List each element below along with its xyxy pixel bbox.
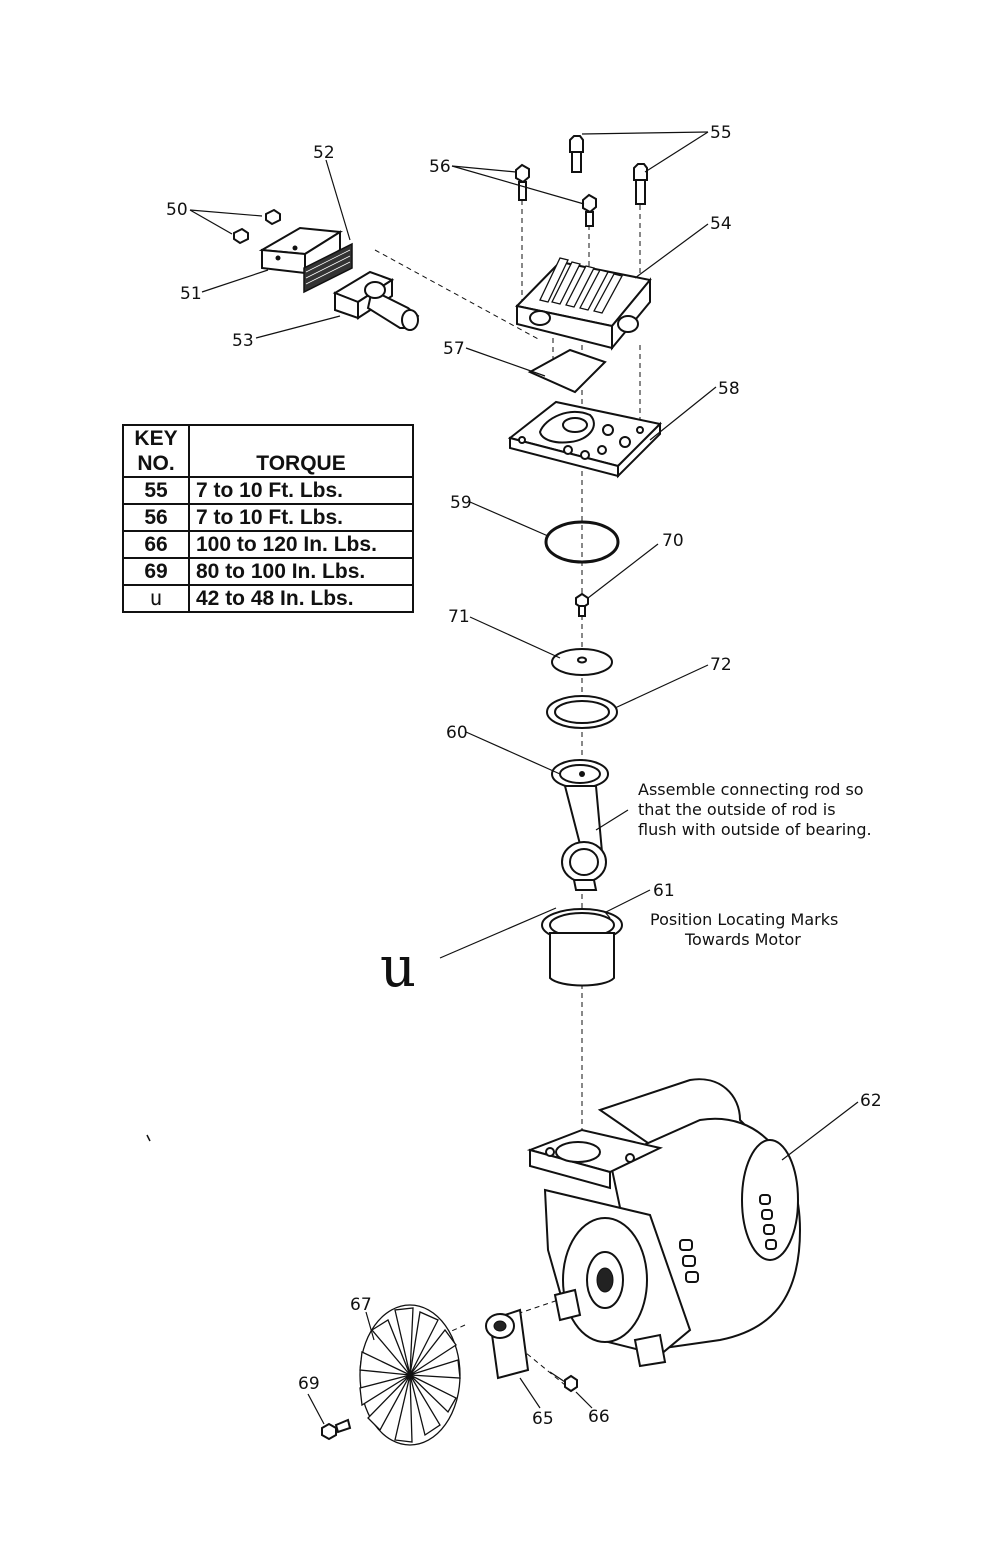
part-62-motor bbox=[526, 1078, 802, 1368]
key-cell: 55 bbox=[122, 476, 190, 505]
part-65-eccentric bbox=[485, 1308, 530, 1380]
assembly-notes: Assemble connecting rod so that the outs… bbox=[380, 780, 872, 1000]
leader-lines bbox=[189, 131, 859, 1425]
key-cell: 69 bbox=[122, 557, 190, 586]
torque-cell: 7 to 10 Ft. Lbs. bbox=[188, 476, 414, 505]
part-69-screw bbox=[321, 1418, 352, 1441]
callout-50: 50 bbox=[166, 200, 188, 220]
part-72-piston-cup bbox=[546, 695, 618, 729]
callout-71: 71 bbox=[448, 607, 470, 627]
torque-symbol-u: u bbox=[380, 935, 416, 1000]
callout-69: 69 bbox=[298, 1374, 320, 1394]
torque-header: TORQUE bbox=[188, 424, 414, 478]
marks-note-line-2: Towards Motor bbox=[684, 930, 801, 949]
rod-note-line-2: that the outside of rod is bbox=[638, 800, 836, 819]
part-56-bolts bbox=[515, 163, 597, 227]
part-53-intake-body bbox=[332, 270, 420, 331]
rod-note-line-3: flush with outside of bearing. bbox=[638, 820, 872, 839]
table-row: u 42 to 48 In. Lbs. bbox=[122, 584, 414, 613]
callout-58: 58 bbox=[718, 379, 740, 399]
torque-cell: 80 to 100 In. Lbs. bbox=[188, 557, 414, 586]
callout-54: 54 bbox=[710, 214, 732, 234]
callout-51: 51 bbox=[180, 284, 202, 304]
callout-56: 56 bbox=[429, 157, 451, 177]
key-cell: 56 bbox=[122, 503, 190, 532]
key-no-header: KEY NO. bbox=[122, 424, 190, 478]
part-54-cylinder-head bbox=[515, 257, 652, 351]
callout-53: 53 bbox=[232, 331, 254, 351]
part-70-screw bbox=[575, 592, 589, 617]
callout-59: 59 bbox=[450, 493, 472, 513]
part-52-filter bbox=[303, 242, 353, 294]
callout-61: 61 bbox=[653, 881, 675, 901]
callout-52: 52 bbox=[313, 143, 335, 163]
part-66-screw bbox=[549, 1371, 578, 1393]
part-58-valve-plate bbox=[507, 400, 663, 479]
table-row: 69 80 to 100 In. Lbs. bbox=[122, 557, 414, 586]
table-row: 66 100 to 120 In. Lbs. bbox=[122, 530, 414, 559]
callout-57: 57 bbox=[443, 339, 465, 359]
callout-65: 65 bbox=[532, 1409, 554, 1429]
table-row: 56 7 to 10 Ft. Lbs. bbox=[122, 503, 414, 532]
key-cell: 66 bbox=[122, 530, 190, 559]
stray-mark bbox=[146, 1134, 151, 1142]
callout-labels: 50 51 52 53 54 55 56 57 58 59 60 61 62 6… bbox=[166, 123, 882, 1429]
torque-cell: 7 to 10 Ft. Lbs. bbox=[188, 503, 414, 532]
rod-note-line-1: Assemble connecting rod so bbox=[638, 780, 864, 799]
callout-62: 62 bbox=[860, 1091, 882, 1111]
part-71-retainer-disc bbox=[551, 648, 613, 676]
torque-cell: 100 to 120 In. Lbs. bbox=[188, 530, 414, 559]
part-59-o-ring bbox=[544, 520, 620, 564]
callout-66: 66 bbox=[588, 1407, 610, 1427]
callout-70: 70 bbox=[662, 531, 684, 551]
torque-table: KEY NO. TORQUE 55 7 to 10 Ft. Lbs. 56 7 … bbox=[122, 424, 414, 613]
marks-note-line-1: Position Locating Marks bbox=[650, 910, 838, 929]
callout-67: 67 bbox=[350, 1295, 372, 1315]
screw-axis-line bbox=[519, 1347, 566, 1386]
part-67-fan bbox=[359, 1304, 461, 1446]
part-50-screws bbox=[233, 208, 281, 245]
key-cell: u bbox=[122, 584, 190, 613]
part-61-bearing bbox=[541, 908, 623, 987]
intake-axis-line bbox=[374, 249, 541, 341]
part-57-gasket bbox=[527, 348, 607, 394]
torque-cell: 42 to 48 In. Lbs. bbox=[188, 584, 414, 613]
part-55-bolts bbox=[569, 135, 648, 205]
part-60-connecting-rod bbox=[551, 759, 609, 891]
table-row: 55 7 to 10 Ft. Lbs. bbox=[122, 476, 414, 505]
callout-55: 55 bbox=[710, 123, 732, 143]
callout-72: 72 bbox=[710, 655, 732, 675]
torque-table-header: KEY NO. TORQUE bbox=[122, 424, 414, 478]
callout-60: 60 bbox=[446, 723, 468, 743]
